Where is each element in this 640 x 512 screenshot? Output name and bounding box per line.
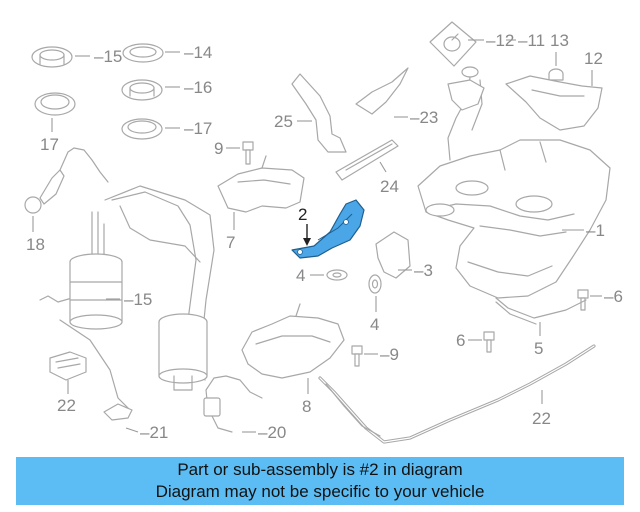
callout-12-label: 12: [584, 49, 603, 68]
callout-15-label: –15: [124, 290, 152, 309]
callout-16b: –16: [184, 78, 212, 97]
part-20: [103, 403, 133, 421]
callout-7: 7: [226, 233, 235, 252]
part-9-upper: [242, 141, 254, 165]
callout-19: –20: [258, 423, 286, 442]
part-6-left: [483, 331, 495, 353]
callout-2: 2: [298, 205, 307, 224]
part-4-left: [326, 269, 348, 281]
callout-3: –3: [414, 261, 433, 280]
part-11-10: [429, 21, 483, 161]
part-7: [217, 155, 305, 213]
info-banner: Part or sub-assembly is #2 in diagram Di…: [16, 457, 624, 505]
part-25: [291, 73, 347, 153]
part-5: [495, 297, 587, 325]
part-23: [355, 67, 409, 115]
part-19: [203, 375, 263, 433]
part-3: [375, 231, 411, 279]
part-21: [49, 351, 87, 381]
callout-14: –14: [184, 43, 212, 62]
callout-6a: –6: [604, 287, 623, 306]
callout-8: 8: [302, 397, 311, 416]
part-17-right: [121, 118, 163, 140]
callout-13: 13: [550, 31, 569, 50]
callout-9a: 9: [214, 139, 223, 158]
callout-24: 24: [380, 177, 399, 196]
callout-23: –23: [410, 108, 438, 127]
pump-assembly-2: [59, 313, 208, 411]
callout-11: –12: [486, 31, 514, 50]
banner-line-2: Diagram may not be specific to your vehi…: [155, 482, 485, 501]
part-16-mid: [121, 79, 163, 101]
callout-5: 5: [534, 339, 543, 358]
callout-18: 18: [26, 235, 45, 254]
callout-4a: 4: [296, 266, 305, 285]
part-18: [24, 147, 109, 214]
part-13: [548, 68, 564, 81]
part-24: [335, 139, 399, 181]
callout-20: –21: [140, 423, 168, 442]
part-12: [505, 75, 603, 131]
callout-9b: –9: [380, 345, 399, 364]
part-16-top: [31, 46, 73, 68]
callout-17b: –17: [184, 119, 212, 138]
part-14: [122, 43, 164, 63]
part-4-right: [368, 274, 382, 294]
part-15: [39, 185, 215, 381]
part-1-fuel-tank: [417, 79, 611, 299]
callout-25: 25: [274, 112, 293, 131]
part-9-lower: [351, 345, 363, 367]
part-8: [241, 303, 345, 379]
callout-22-label: 22: [532, 409, 551, 428]
callout-17a: 17: [40, 135, 59, 154]
callout-2-arrowhead: [303, 238, 311, 246]
parts-diagram: –15 –14 17 –16 –17 18: [24, 21, 623, 444]
part-22: [318, 344, 596, 444]
part-17-left: [34, 92, 76, 116]
part-2-bracket: [291, 199, 365, 259]
callout-6b: 6: [456, 331, 465, 350]
callout-10: –11: [518, 31, 545, 50]
banner-line-1: Part or sub-assembly is #2 in diagram: [177, 460, 463, 479]
callout-16a: –15: [94, 47, 122, 66]
callout-4b: 4: [370, 315, 379, 334]
callout-21: 22: [57, 396, 76, 415]
callout-1: –1: [586, 221, 605, 240]
